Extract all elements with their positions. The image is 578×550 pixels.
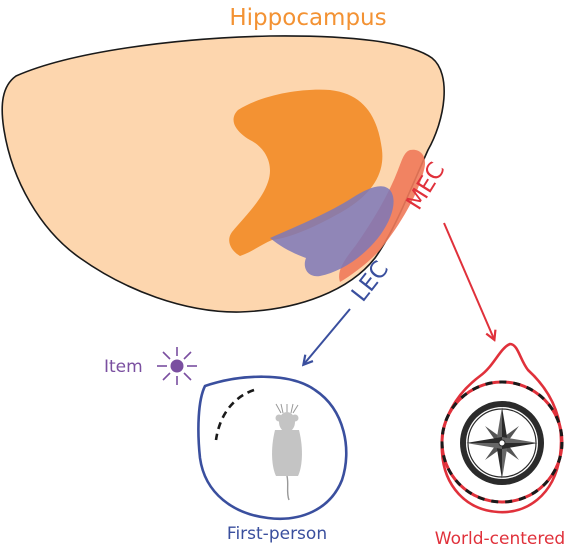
item-label: Item bbox=[104, 357, 143, 377]
lec-region bbox=[270, 186, 394, 277]
mouse-icon bbox=[272, 403, 302, 501]
first-person-label: First-person bbox=[227, 524, 327, 544]
first-person-frame bbox=[197, 375, 348, 521]
world-centered-frame bbox=[440, 342, 563, 514]
sun-item-icon bbox=[157, 347, 197, 385]
hippocampus-title: Hippocampus bbox=[229, 5, 386, 31]
hippocampus-region bbox=[229, 89, 383, 256]
mec-arrow bbox=[443, 222, 494, 339]
lec-arrow bbox=[304, 308, 351, 364]
world-centered-label: World-centered bbox=[435, 529, 565, 549]
first-person-dashed-arc bbox=[214, 388, 255, 441]
compass-rose-icon bbox=[460, 401, 544, 485]
